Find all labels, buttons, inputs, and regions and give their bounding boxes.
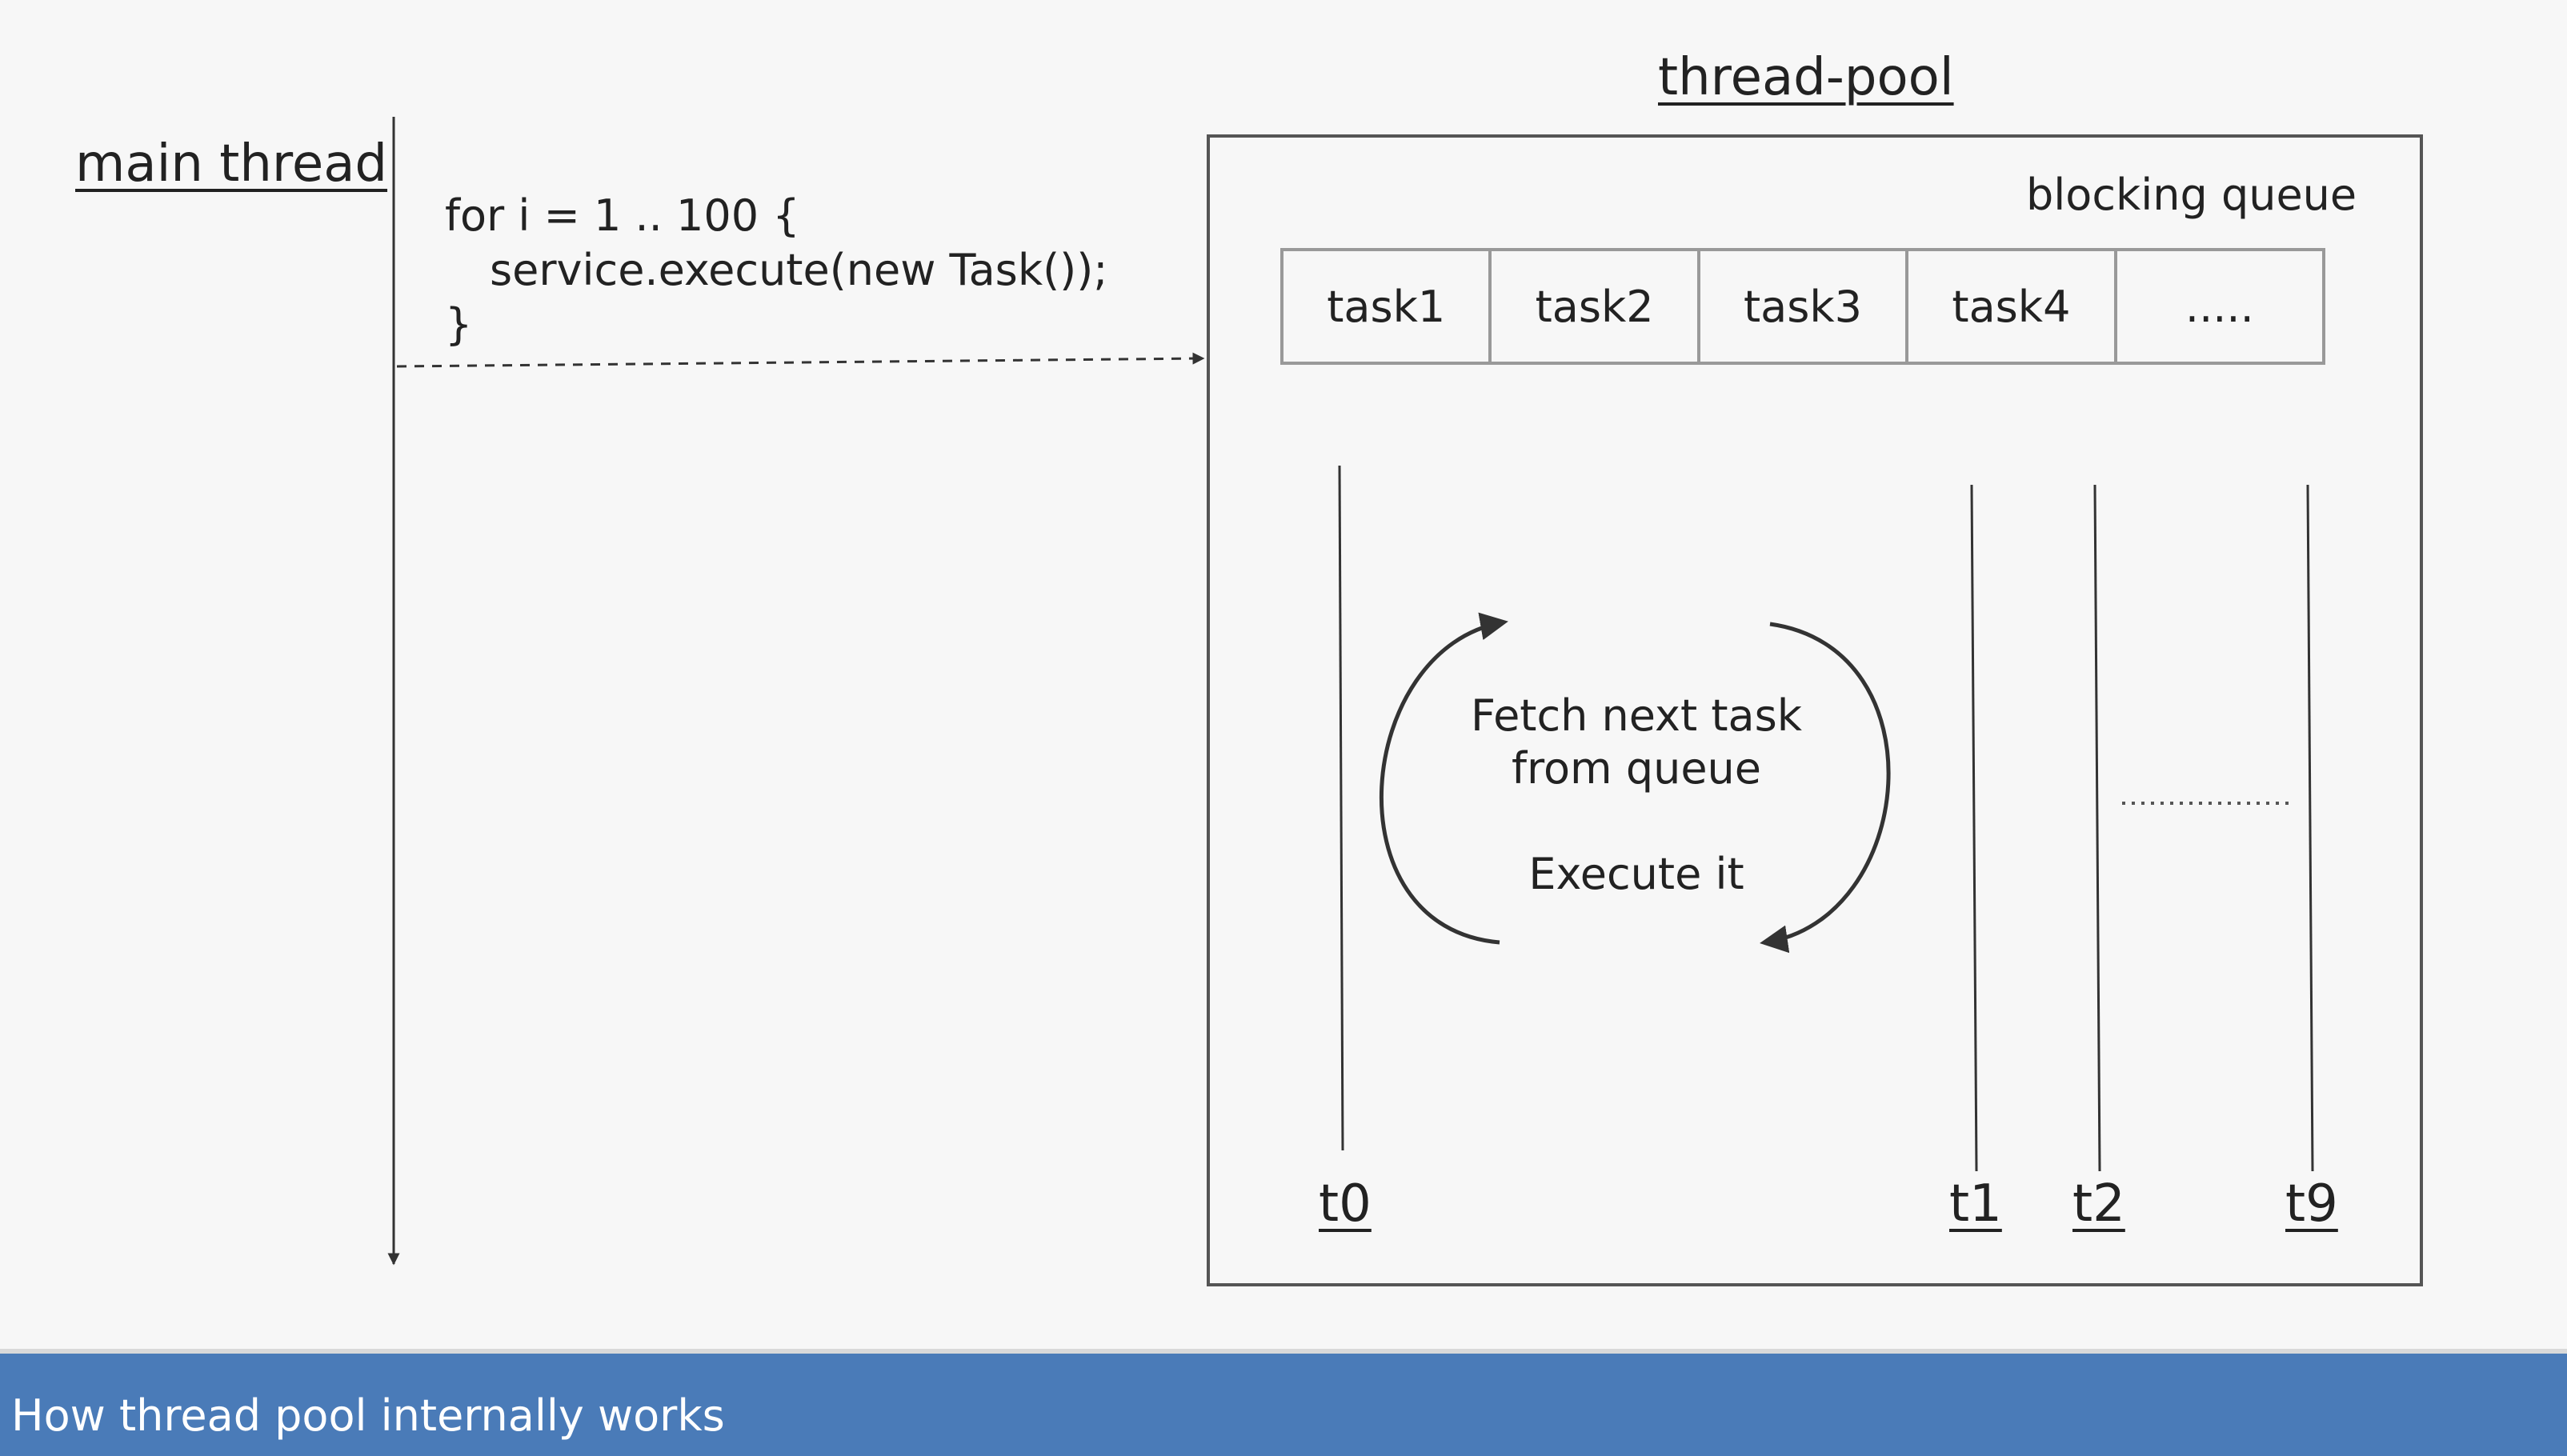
thread-line-t0	[1338, 465, 1344, 1151]
code-snippet: for i = 1 .. 100 { service.execute(new T…	[445, 189, 1107, 352]
queue-cell-task3: task3	[1700, 251, 1909, 362]
queue-cell-ellipsis: .....	[2185, 281, 2254, 332]
blocking-queue: task1 task2 task3 task4 .....	[1280, 248, 2325, 365]
cycle-text-line3: Execute it	[1528, 849, 1744, 899]
cycle-arrow-left	[1379, 612, 1508, 945]
blocking-queue-label: blocking queue	[2026, 170, 2357, 220]
thread-pool-title: thread-pool	[1658, 48, 1954, 107]
thread-line-t1	[1970, 484, 1978, 1172]
queue-cell-task2: task2	[1492, 251, 1700, 362]
cycle-text-line1: Fetch next task	[1470, 690, 1803, 741]
cycle-text-line2: from queue	[1511, 743, 1761, 794]
code-line-1: for i = 1 .. 100 {	[445, 190, 800, 241]
thread-pool-box	[1207, 134, 2423, 1286]
thread-line-t2	[2093, 484, 2101, 1172]
footer-caption: How thread pool internally works	[11, 1390, 725, 1441]
submit-arrow	[396, 352, 1205, 368]
code-line-2: service.execute(new Task());	[490, 245, 1108, 295]
thread-label-t9: t9	[2285, 1174, 2338, 1234]
main-thread-title: main thread	[75, 134, 388, 194]
cycle-arrow-right	[1760, 622, 1891, 954]
thread-label-t2: t2	[2072, 1174, 2125, 1234]
cycle-description: Fetch next task from queue Execute it	[1432, 690, 1840, 901]
queue-cell-task1: task1	[1284, 251, 1492, 362]
queue-cell-task4: task4	[1908, 251, 2117, 362]
thread-label-t0: t0	[1319, 1174, 1372, 1234]
thread-label-t1: t1	[1949, 1174, 2002, 1234]
footer-bar	[0, 1349, 2567, 1456]
code-line-3: }	[445, 299, 473, 350]
thread-line-t9	[2306, 484, 2314, 1172]
